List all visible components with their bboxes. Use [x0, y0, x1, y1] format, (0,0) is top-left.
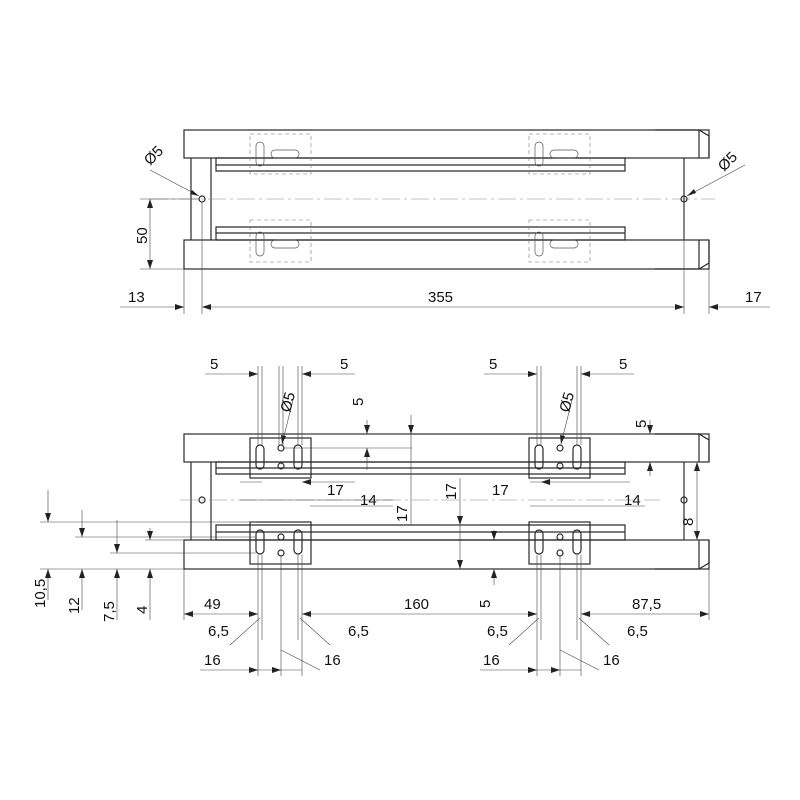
- front-view-v5-right: 5: [633, 420, 650, 428]
- top-view-bracket-lower-left: [249, 219, 312, 263]
- top-view-right-cap-lower: [655, 240, 710, 270]
- front-view-bracket-lower-right: [528, 521, 591, 565]
- front-view-bracket-lower-left: [249, 521, 312, 565]
- front-view-hole-right: [680, 496, 688, 504]
- front-view-v10-5: 10,5: [32, 579, 49, 608]
- front-view-v7-5: 7,5: [101, 601, 118, 622]
- front-view-h17-right: 17: [492, 482, 509, 499]
- front-view-h14-left: 14: [360, 492, 377, 509]
- top-view-inner-slide-lower: [215, 226, 626, 241]
- top-view-dia-right: Ø5: [715, 149, 741, 175]
- front-view-d16-a: 16: [204, 652, 221, 669]
- front-view-width-left-b: 5: [340, 356, 348, 373]
- front-view-v17-left: 17: [394, 505, 411, 522]
- front-view: 5 5 5 5 Ø5 Ø5 5 17: [32, 356, 710, 676]
- front-view-width-right-b: 5: [619, 356, 627, 373]
- front-view-dia-left: Ø5: [277, 390, 299, 414]
- front-view-inner-slide-lower: [215, 524, 626, 541]
- front-view-dia-right: Ø5: [556, 390, 578, 414]
- front-view-h14-right: 14: [624, 492, 641, 509]
- front-view-d6-5-d: 6,5: [627, 623, 648, 640]
- top-view-bracket-upper-right: [528, 133, 591, 175]
- top-view-slots: [255, 141, 579, 257]
- front-view-bracket-upper-right: [528, 437, 591, 479]
- front-view-v5-left: 5: [350, 398, 367, 406]
- top-view-dim-right: 17: [745, 289, 762, 306]
- front-view-right-cap-upper: [655, 433, 710, 462]
- front-view-d16-d: 16: [603, 652, 620, 669]
- front-view-h17-left: 17: [327, 482, 344, 499]
- front-view-d160: 160: [404, 596, 429, 613]
- front-view-v8: 8: [680, 518, 697, 526]
- front-view-bracket-upper-left: [249, 437, 312, 479]
- top-view-lower-rail: [183, 239, 710, 270]
- front-view-d6-5-a: 6,5: [208, 623, 229, 640]
- front-view-inner-slide-upper: [215, 461, 626, 475]
- front-view-d49: 49: [204, 596, 221, 613]
- top-view: Ø5 Ø5 50 13 355 17: [120, 129, 770, 314]
- top-view-upper-rail: [183, 129, 710, 159]
- front-view-lower-rail: [183, 539, 710, 570]
- top-view-bracket-upper-left: [249, 133, 312, 175]
- front-view-v12: 12: [66, 597, 83, 614]
- front-view-left-upright: [190, 462, 212, 540]
- front-view-d6-5-b: 6,5: [348, 623, 369, 640]
- top-view-right-cap-upper: [655, 129, 710, 158]
- front-view-d16-c: 16: [483, 652, 500, 669]
- front-view-right-cap-lower: [655, 540, 710, 570]
- top-view-inner-slide-upper: [215, 157, 626, 172]
- front-view-d16-b: 16: [324, 652, 341, 669]
- front-view-v5-mid: 5: [477, 600, 494, 608]
- front-view-v4: 4: [134, 606, 151, 614]
- front-view-d87-5: 87,5: [632, 596, 661, 613]
- front-view-width-right-a: 5: [489, 356, 497, 373]
- front-view-width-left-a: 5: [210, 356, 218, 373]
- top-view-dim-left: 13: [128, 289, 145, 306]
- top-view-bracket-lower-right: [528, 219, 591, 263]
- front-view-d6-5-c: 6,5: [487, 623, 508, 640]
- top-view-dim-length: 355: [428, 289, 453, 306]
- front-view-v17-mid: 17: [443, 483, 460, 500]
- top-view-dim-height: 50: [134, 227, 151, 244]
- top-view-dia-left: Ø5: [141, 143, 167, 169]
